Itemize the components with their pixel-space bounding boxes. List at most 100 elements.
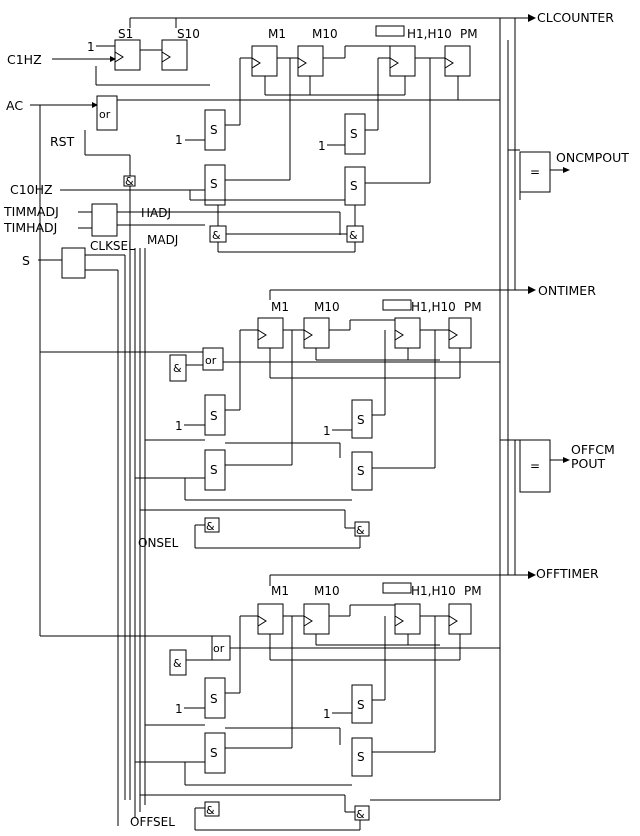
and-label-bot: & xyxy=(173,657,182,670)
and-gate-bot-2 xyxy=(204,801,220,817)
madj-label: MADJ xyxy=(147,233,178,247)
s10-label: S10 xyxy=(177,27,200,41)
sel-s-label-mid-2: S xyxy=(210,463,218,477)
one-label-top-2: 1 xyxy=(318,139,326,153)
rst-label: RST xyxy=(50,134,75,149)
output-bus: = ONCMPOUT CLCOUNTER ONTIMER = OFFCM POU… xyxy=(270,10,629,800)
m1-label-bot: M1 xyxy=(271,584,289,598)
h-counter-bot xyxy=(394,603,421,635)
h-counter-mid xyxy=(394,317,421,349)
h-counter-top xyxy=(389,45,416,77)
and-label-mid-3: & xyxy=(356,524,365,537)
and-label-mid-2: & xyxy=(206,520,215,533)
clock-counter-section: S1 1 S10 M1 M10 H1,H10 PM C1HZ AC xyxy=(3,14,536,826)
m1-counter-mid xyxy=(257,317,284,349)
m1-label-top: M1 xyxy=(268,27,286,41)
oncmpout-label: ONCMPOUT xyxy=(556,150,629,165)
pm-label-mid: PM xyxy=(464,300,482,314)
sel-s-label-bot-1: S xyxy=(210,692,218,706)
offcm-label: OFFCM xyxy=(571,442,615,457)
one-label-mid-2: 1 xyxy=(323,424,331,438)
sel-s-label-top-2: S xyxy=(210,177,218,191)
or-gate-top xyxy=(96,95,118,131)
offtimer-label: OFFTIMER xyxy=(536,566,599,581)
and-gate-bot xyxy=(169,649,187,676)
pout-label: POUT xyxy=(571,456,606,471)
or-label-bot: or xyxy=(213,642,225,655)
sel-s-bot-1 xyxy=(204,677,226,719)
pm-counter-mid xyxy=(448,317,472,349)
sel-s-top-2 xyxy=(204,164,226,206)
s10-counter xyxy=(161,39,188,71)
or-gate-mid xyxy=(202,347,224,371)
m1-label-mid: M1 xyxy=(271,300,289,314)
s-label: S xyxy=(22,253,30,268)
and-label-bot-3: & xyxy=(356,808,365,821)
one-label-mid-1: 1 xyxy=(175,419,183,433)
one-label-bot-1: 1 xyxy=(175,702,183,716)
h-indicator-mid xyxy=(382,299,412,311)
sel-s-label-top-4: S xyxy=(350,179,358,193)
sel-s-label-bot-4: S xyxy=(357,750,365,764)
sel-s-label-mid-3: S xyxy=(357,413,365,427)
one-label: 1 xyxy=(87,40,95,54)
offcmp-comparator xyxy=(519,439,551,493)
sel-s-bot-2 xyxy=(204,732,226,774)
m1-counter-top xyxy=(251,45,278,77)
or-label-mid: or xyxy=(205,354,217,367)
sel-s-top-3 xyxy=(344,113,366,155)
one-label-bot-2: 1 xyxy=(323,707,331,721)
pm-counter-top xyxy=(444,45,471,77)
offsel-label: OFFSEL xyxy=(130,815,175,829)
m10-label-mid: M10 xyxy=(314,300,340,314)
oncmp-eq-label: = xyxy=(530,165,540,179)
h-indicator-top xyxy=(375,25,405,37)
s-input-block xyxy=(61,247,86,279)
s1-counter xyxy=(114,39,141,71)
sel-s-label-mid-4: S xyxy=(357,464,365,478)
m10-counter-top xyxy=(297,45,324,77)
h1h10-label-top: H1,H10 xyxy=(407,27,452,41)
c1hz-label: C1HZ xyxy=(7,52,42,67)
sel-s-label-bot-2: S xyxy=(210,746,218,760)
m10-counter-mid xyxy=(303,317,330,349)
and-label-bot-2: & xyxy=(206,804,215,817)
oncmp-comparator xyxy=(519,151,551,193)
and-gate-mid-3 xyxy=(354,521,370,537)
pm-label-bot: PM xyxy=(464,584,482,598)
pm-counter-bot xyxy=(448,603,472,635)
sel-s-mid-2 xyxy=(204,449,226,491)
hadj-label: HADJ xyxy=(141,206,171,220)
sel-s-label-bot-3: S xyxy=(357,698,365,712)
m10-label-top: M10 xyxy=(312,27,338,41)
sel-s-mid-3 xyxy=(351,399,373,439)
h-indicator-bot xyxy=(382,582,412,594)
sel-s-label-top-3: S xyxy=(350,127,358,141)
and-label-mid: & xyxy=(173,362,182,375)
and-gate-mid xyxy=(169,354,187,382)
and-label-top-2: & xyxy=(349,229,358,242)
off-timer-section: M1 M10 H1,H10 PM & or S 1 xyxy=(130,575,500,831)
pm-label-top: PM xyxy=(460,27,478,41)
sel-s-bot-3 xyxy=(351,684,373,724)
clksel-block xyxy=(91,203,118,237)
clcounter-label: CLCOUNTER xyxy=(537,10,614,25)
sel-s-mid-1 xyxy=(204,394,226,436)
and-label-rst: & xyxy=(125,175,134,188)
sel-s-label-top-1: S xyxy=(210,123,218,137)
ontimer-label: ONTIMER xyxy=(538,283,596,298)
onsel-label: ONSEL xyxy=(138,536,179,550)
m10-label-bot: M10 xyxy=(314,584,340,598)
ac-label: AC xyxy=(6,98,23,113)
offcmp-eq-label: = xyxy=(530,459,540,473)
on-timer-section: M1 M10 H1,H10 PM & or S 1 xyxy=(40,290,500,550)
sel-s-top-1 xyxy=(204,109,226,151)
h1h10-label-bot: H1,H10 xyxy=(411,584,456,598)
s1-label: S1 xyxy=(118,27,133,41)
h1h10-label-mid: H1,H10 xyxy=(411,300,456,314)
and-label-top-1: & xyxy=(212,229,221,242)
m1-counter-bot xyxy=(257,603,284,635)
m10-counter-bot xyxy=(303,603,330,635)
